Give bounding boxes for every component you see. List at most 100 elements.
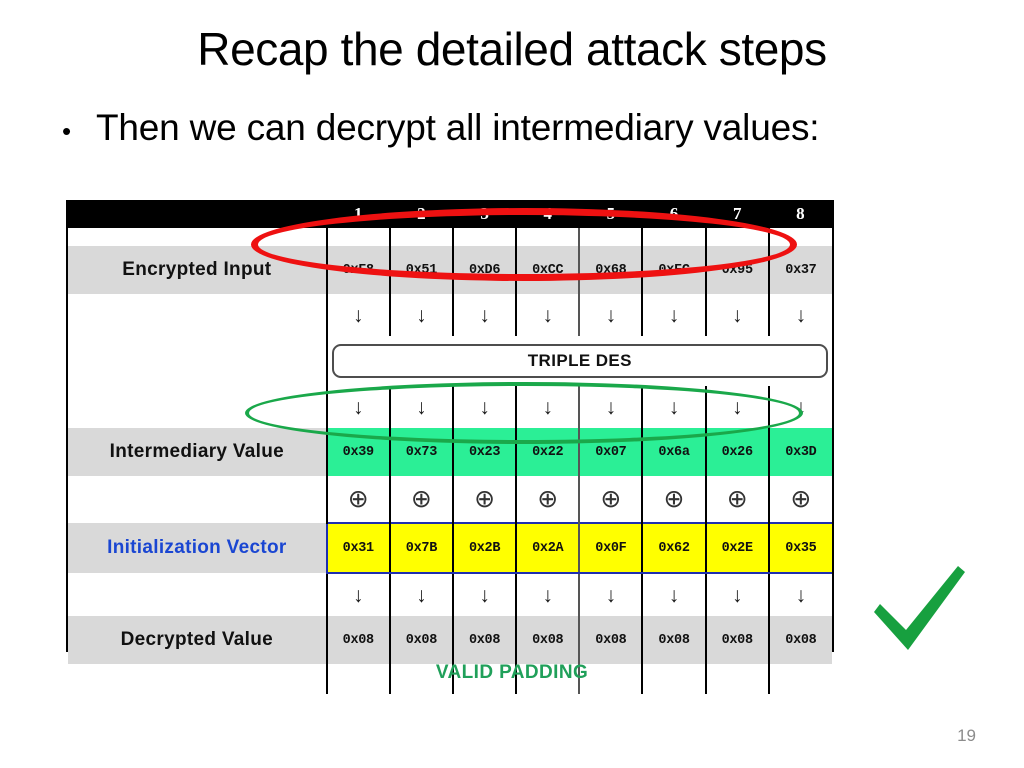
row-xor-operators: ⊕ ⊕ ⊕ ⊕ ⊕ ⊕ ⊕ ⊕ xyxy=(68,476,832,523)
cell-intermediary-value-6: 0x6a xyxy=(641,428,706,476)
down-arrow-icon: ↓ xyxy=(578,573,643,616)
down-arrow-icon: ↓ xyxy=(515,573,580,616)
down-arrow-icon: ↓ xyxy=(388,294,453,336)
check-mark-icon xyxy=(874,566,965,650)
header-corner-cell xyxy=(68,200,327,228)
down-arrow-icon: ↓ xyxy=(767,386,832,428)
cell-encrypted-input-7: 0x95 xyxy=(704,246,769,294)
cell-initialization-vector-3: 0x2B xyxy=(451,522,517,574)
column-header-1: 1 xyxy=(326,200,390,228)
row-label-decrypted-value: Decrypted Value xyxy=(68,616,327,664)
spacer-cell xyxy=(767,228,832,246)
cell-initialization-vector-1: 0x31 xyxy=(325,522,390,574)
row-decrypted-value: Decrypted Value 0x08 0x08 0x08 0x08 0x08… xyxy=(68,616,832,664)
cbc-block-table: 1 2 3 4 5 6 7 8 xyxy=(66,200,834,694)
page-title: Recap the detailed attack steps xyxy=(197,23,827,75)
column-header-5: 5 xyxy=(579,200,643,228)
arrow-row-label-cell xyxy=(68,573,327,616)
xor-icon: ⊕ xyxy=(578,476,643,523)
row-label-encrypted-input: Encrypted Input xyxy=(68,246,327,294)
spacer-cell xyxy=(325,228,390,246)
cell-initialization-vector-8: 0x35 xyxy=(767,522,832,574)
cell-intermediary-value-5: 0x07 xyxy=(578,428,643,476)
down-arrow-icon: ↓ xyxy=(578,386,643,428)
row-intermediary-value: Intermediary Value 0x39 0x73 0x23 0x22 0… xyxy=(68,428,832,476)
cell-decrypted-value-5: 0x08 xyxy=(578,616,643,664)
cell-initialization-vector-4: 0x2A xyxy=(515,522,580,574)
xor-icon: ⊕ xyxy=(767,476,832,523)
xor-icon: ⊕ xyxy=(641,476,706,523)
row-label-initialization-vector: Initialization Vector xyxy=(68,523,327,573)
padding-oracle-diagram: 1 2 3 4 5 6 7 8 xyxy=(66,200,834,694)
cipher-box-container: TRIPLE DES xyxy=(325,336,832,386)
cell-decrypted-value-2: 0x08 xyxy=(388,616,453,664)
down-arrow-icon: ↓ xyxy=(325,573,390,616)
valid-padding-caption: VALID PADDING xyxy=(435,662,589,683)
cell-encrypted-input-4: 0xCC xyxy=(515,246,580,294)
bullet-text: Then we can decrypt all intermediary val… xyxy=(96,107,820,148)
down-arrow-icon: ↓ xyxy=(451,386,517,428)
spacer-label-cell xyxy=(68,228,327,246)
cell-intermediary-value-4: 0x22 xyxy=(515,428,580,476)
cell-intermediary-value-7: 0x26 xyxy=(704,428,769,476)
footer-cell xyxy=(451,664,517,694)
cell-encrypted-input-3: 0xD6 xyxy=(451,246,517,294)
down-arrow-icon: ↓ xyxy=(767,573,832,616)
down-arrow-icon: ↓ xyxy=(325,386,390,428)
cell-encrypted-input-2: 0x51 xyxy=(388,246,453,294)
spacer-cell xyxy=(451,228,517,246)
column-header-6: 6 xyxy=(642,200,706,228)
down-arrow-icon: ↓ xyxy=(704,386,769,428)
spacer-cell xyxy=(578,228,643,246)
spacer-row xyxy=(68,228,832,246)
column-header-7: 7 xyxy=(705,200,769,228)
footer-cell xyxy=(641,664,706,694)
down-arrow-icon: ↓ xyxy=(578,294,643,336)
table-header-row: 1 2 3 4 5 6 7 8 xyxy=(68,200,832,228)
row-initialization-vector: Initialization Vector 0x31 0x7B 0x2B 0x2… xyxy=(68,522,832,574)
footer-cell xyxy=(578,664,643,694)
cell-initialization-vector-6: 0x62 xyxy=(641,522,706,574)
footer-cell xyxy=(515,664,580,694)
list-item: • Then we can decrypt all intermediary v… xyxy=(62,104,962,155)
cell-decrypted-value-8: 0x08 xyxy=(767,616,832,664)
xor-icon: ⊕ xyxy=(704,476,769,523)
arrow-row-out-of-cipher: ↓ ↓ ↓ ↓ ↓ ↓ ↓ ↓ xyxy=(68,386,832,428)
cell-intermediary-value-1: 0x39 xyxy=(325,428,390,476)
row-cipher: TRIPLE DES xyxy=(68,336,832,386)
table-footer-row xyxy=(68,664,832,694)
row-label-intermediary-value: Intermediary Value xyxy=(68,428,327,476)
cell-intermediary-value-3: 0x23 xyxy=(451,428,517,476)
column-header-3: 3 xyxy=(452,200,517,228)
footer-cell xyxy=(388,664,453,694)
down-arrow-icon: ↓ xyxy=(515,294,580,336)
column-header-8: 8 xyxy=(768,200,832,228)
spacer-cell xyxy=(515,228,580,246)
cell-decrypted-value-6: 0x08 xyxy=(641,616,706,664)
triple-des-box: TRIPLE DES xyxy=(331,344,828,378)
down-arrow-icon: ↓ xyxy=(451,294,517,336)
arrow-row-to-decrypted: ↓ ↓ ↓ ↓ ↓ ↓ ↓ ↓ xyxy=(68,573,832,616)
xor-row-label-cell xyxy=(68,476,327,523)
cell-decrypted-value-4: 0x08 xyxy=(515,616,580,664)
xor-icon: ⊕ xyxy=(388,476,453,523)
cell-decrypted-value-3: 0x08 xyxy=(451,616,517,664)
xor-icon: ⊕ xyxy=(515,476,580,523)
cell-decrypted-value-1: 0x08 xyxy=(325,616,390,664)
footer-cell xyxy=(704,664,769,694)
xor-icon: ⊕ xyxy=(451,476,517,523)
spacer-cell xyxy=(388,228,453,246)
cell-intermediary-value-2: 0x73 xyxy=(388,428,453,476)
arrow-row-label-cell xyxy=(68,294,327,336)
cell-encrypted-input-6: 0xFC xyxy=(641,246,706,294)
footer-cell xyxy=(767,664,832,694)
down-arrow-icon: ↓ xyxy=(704,294,769,336)
column-header-4: 4 xyxy=(516,200,580,228)
row-encrypted-input: Encrypted Input 0xF8 0x51 0xD6 0xCC 0x68… xyxy=(68,246,832,294)
down-arrow-icon: ↓ xyxy=(641,573,706,616)
down-arrow-icon: ↓ xyxy=(641,386,706,428)
down-arrow-icon: ↓ xyxy=(704,573,769,616)
down-arrow-icon: ↓ xyxy=(515,386,580,428)
cell-encrypted-input-1: 0xF8 xyxy=(325,246,390,294)
bullet-marker-icon: • xyxy=(62,116,71,146)
